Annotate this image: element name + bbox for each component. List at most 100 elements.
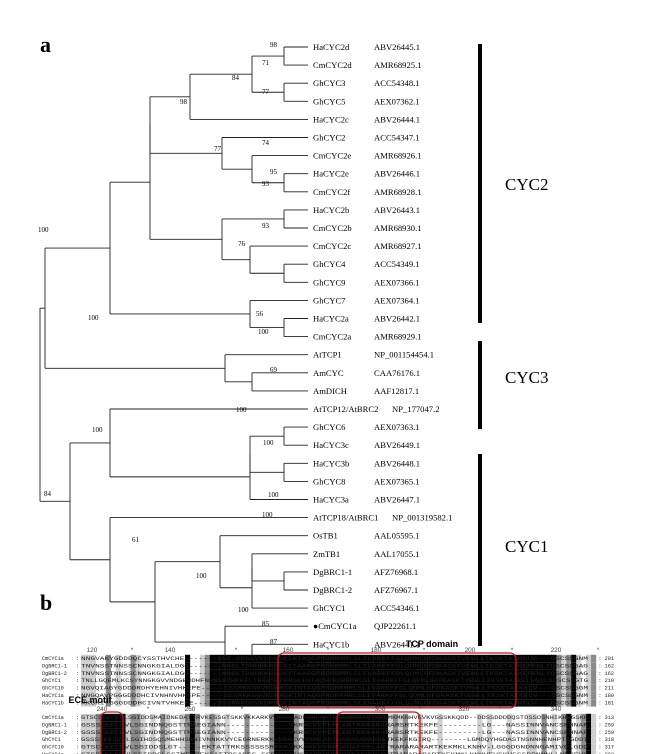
alignment-shading: [586, 684, 592, 692]
alignment-shading: [274, 654, 280, 663]
bootstrap-value: 95: [270, 168, 278, 176]
alignment-shading: [288, 750, 295, 754]
alignment-shading: [140, 750, 146, 754]
alignment-shading: [90, 669, 97, 677]
alignment-shading: [378, 691, 384, 700]
alignment-shading: [447, 677, 453, 685]
alignment-shading: [388, 750, 394, 754]
alignment-shading: [561, 736, 567, 744]
alignment-shading: [556, 662, 562, 670]
alignment-shading: [338, 684, 344, 692]
alignment-shading: [482, 669, 488, 677]
alignment-shading: [363, 662, 369, 670]
alignment-shading: [521, 684, 527, 692]
alignment-shading: [318, 736, 324, 744]
alignment-shading: [368, 750, 374, 754]
bootstrap-value: 56: [256, 310, 264, 318]
alignment-shading: [571, 662, 577, 670]
alignment-shading: [412, 691, 418, 700]
alignment-shading: [85, 699, 92, 707]
alignment-shading: [219, 684, 225, 692]
bootstrap-value: 71: [262, 59, 270, 67]
alignment-shading: [85, 662, 92, 670]
alignment-shading: [417, 684, 423, 692]
alignment-shading: [150, 736, 156, 744]
alignment-shading: [180, 721, 186, 729]
alignment-shading: [328, 736, 334, 744]
alignment-shading: [373, 721, 379, 729]
alignment-shading: [358, 669, 364, 677]
alignment-shading: [313, 654, 319, 663]
alignment-shading: [323, 721, 329, 729]
alignment-shading: [492, 662, 498, 670]
alignment-shading: [130, 654, 136, 663]
alignment-shading: [338, 669, 344, 677]
bootstrap-value: 69: [270, 366, 278, 374]
alignment-shading: [586, 713, 592, 722]
alignment-shading: [591, 721, 597, 729]
alignment-shading: [556, 669, 562, 677]
alignment-shading: [318, 684, 324, 692]
alignment-seq-end: : 201: [598, 656, 614, 662]
alignment-shading: [571, 684, 577, 692]
alignment-shading: [313, 721, 319, 729]
alignment-shading: [591, 677, 597, 685]
tcp-domain-label: TCP domain: [406, 639, 458, 649]
alignment-shading: [333, 750, 339, 754]
alignment-shading: [303, 721, 309, 729]
panel-a-label: a: [40, 32, 51, 57]
alignment-shading: [308, 728, 314, 736]
alignment-ruler-tick: *: [327, 706, 330, 713]
alignment-shading: [551, 684, 557, 692]
alignment-ruler-tick: 300: [375, 706, 386, 713]
alignment-shading: [348, 669, 354, 677]
alignment-shading: [269, 691, 275, 700]
alignment-shading: [407, 677, 413, 685]
alignment-shading: [269, 677, 275, 685]
alignment-shading: [462, 669, 468, 677]
alignment-shading: [135, 677, 141, 685]
alignment-shading: [353, 699, 359, 707]
alignment-shading: [105, 691, 111, 700]
alignment-shading: [397, 713, 404, 722]
alignment-shading: [358, 736, 364, 744]
alignment-shading: [214, 691, 220, 700]
alignment-shading: [204, 662, 210, 670]
alignment-shading: [279, 721, 285, 729]
alignment-shading: [496, 699, 503, 707]
alignment-shading: [373, 691, 379, 700]
alignment-shading: [160, 713, 166, 722]
alignment-shading: [521, 691, 527, 700]
alignment-shading: [586, 721, 592, 729]
alignment-shading: [338, 728, 344, 736]
alignment-shading: [298, 654, 305, 663]
alignment-shading: [531, 743, 537, 751]
alignment-shading: [397, 691, 404, 700]
alignment-shading: [363, 750, 369, 754]
alignment-shading: [373, 743, 379, 751]
alignment-shading: [541, 677, 547, 685]
alignment-shading: [412, 677, 418, 685]
alignment-shading: [274, 750, 280, 754]
alignment-shading: [526, 662, 532, 670]
alignment-shading: [561, 669, 567, 677]
alignment-shading: [576, 713, 582, 722]
alignment-shading: [526, 677, 532, 685]
alignment-shading: [457, 662, 463, 670]
leaf-accession: NP_177047.2: [392, 404, 440, 414]
alignment-shading: [397, 677, 404, 685]
alignment-shading: [358, 721, 364, 729]
leaf-name: CmCYC2b: [313, 223, 352, 233]
alignment-shading: [388, 677, 394, 685]
alignment-shading: [373, 662, 379, 670]
alignment-shading: [531, 684, 537, 692]
alignment-shading: [462, 677, 468, 685]
bootstrap-value: 100: [263, 439, 274, 447]
bootstrap-value: 100: [38, 226, 49, 234]
alignment-shading: [487, 750, 493, 754]
alignment-shading: [303, 743, 309, 751]
alignment-shading: [437, 721, 443, 729]
alignment-shading: [566, 743, 572, 751]
alignment-shading: [194, 743, 201, 751]
